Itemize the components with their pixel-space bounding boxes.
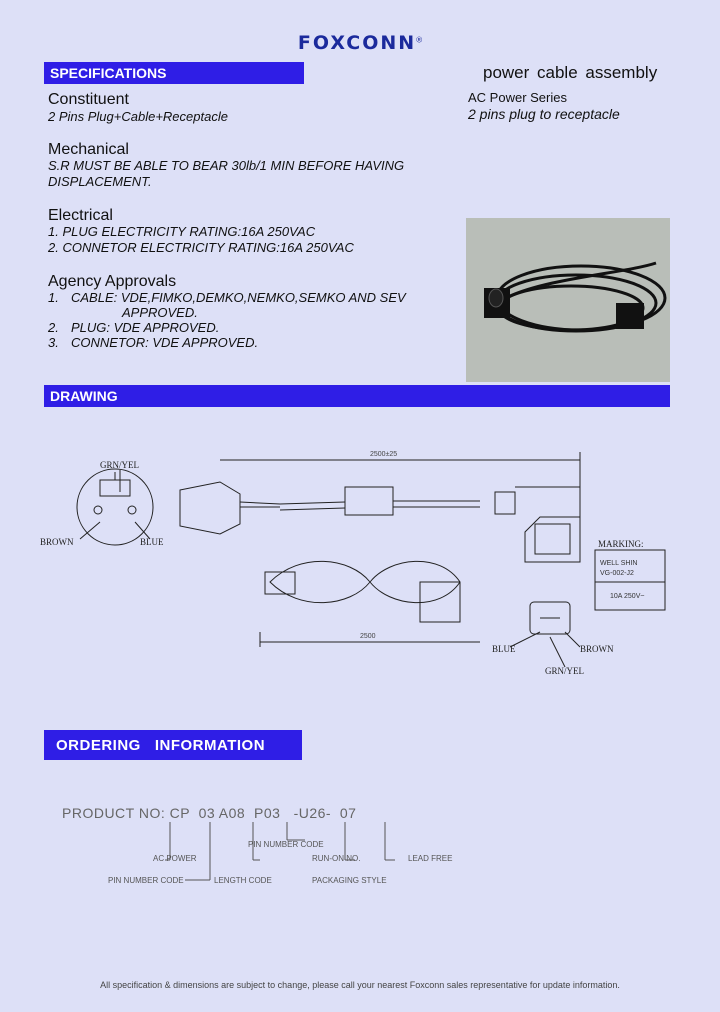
grn-yel-label-right: GRN/YEL xyxy=(545,666,584,676)
ordering-pin-number-2: PIN NUMBER CODE xyxy=(108,876,184,885)
agency-item1: CABLE: VDE,FIMKO,DEMKO,NEMKO,SEMKO AND S… xyxy=(71,290,406,305)
blue-label-right: BLUE xyxy=(492,644,516,654)
ordering-lead-free: LEAD FREE xyxy=(408,854,453,863)
mechanical-title: Mechanical xyxy=(48,141,129,158)
ordering-code: PRODUCT NO: CP 03 A08 P03 -U26- 07 xyxy=(62,805,357,821)
brown-label-right: BROWN xyxy=(580,644,614,654)
ordering-pin-number: PIN NUMBER CODE xyxy=(248,840,324,849)
marking-rating: 10A 250V~ xyxy=(610,593,644,600)
cable-photo-image xyxy=(466,218,670,382)
specifications-label: SPECIFICATIONS xyxy=(50,65,167,81)
ordering-run-on: RUN-ON NO. xyxy=(312,854,361,863)
constituent-text: 2 Pins Plug+Cable+Receptacle xyxy=(48,109,228,124)
electrical-line2: 2. CONNETOR ELECTRICITY RATING:16A 250VA… xyxy=(48,240,354,255)
agency-item2-num: 2. xyxy=(48,320,59,335)
agency-item3-num: 3. xyxy=(48,335,59,350)
ordering-ac-power: AC POWER xyxy=(153,854,197,863)
agency-item3: CONNETOR: VDE APPROVED. xyxy=(71,335,259,350)
drawing-header: DRAWING xyxy=(44,385,670,407)
technical-drawing: GRN/YEL BROWN BLUE 2500±25 2500 MARKING:… xyxy=(40,451,666,676)
product-title: power cable assembly xyxy=(483,63,658,82)
constituent-title: Constituent xyxy=(48,91,129,108)
logo-mark: ® xyxy=(416,35,423,45)
mechanical-line1: S.R MUST BE ABLE TO BEAR 30lb/1 MIN BEFO… xyxy=(48,158,405,173)
ordering-header: ORDERING INFORMATION xyxy=(44,730,302,760)
foxconn-logo: FOXCONN® xyxy=(0,32,720,54)
ordering-leader-lines xyxy=(165,822,395,881)
specifications-header: SPECIFICATIONS xyxy=(44,62,304,84)
marking-brand: WELL SHIN xyxy=(600,560,637,567)
ordering-length-code: LENGTH CODE xyxy=(214,876,272,885)
mechanical-line2: DISPLACEMENT. xyxy=(48,174,152,189)
dim-bottom-label: 2500 xyxy=(360,633,376,640)
dim-top-label: 2500±25 xyxy=(370,451,397,458)
logo-text: FOXCONN xyxy=(297,32,417,54)
brown-label: BROWN xyxy=(40,537,74,547)
drawing-label: DRAWING xyxy=(50,388,118,404)
marking-label: MARKING: xyxy=(598,539,644,549)
grn-yel-label: GRN/YEL xyxy=(100,460,139,470)
agency-item1-cont: APPROVED. xyxy=(122,305,198,320)
agency-item1-num: 1. xyxy=(48,290,59,305)
electrical-title: Electrical xyxy=(48,207,113,224)
ordering-label: ORDERING INFORMATION xyxy=(56,737,266,754)
ordering-packaging: PACKAGING STYLE xyxy=(312,876,387,885)
blue-label: BLUE xyxy=(140,537,164,547)
agency-title: Agency Approvals xyxy=(48,273,177,290)
electrical-line1: 1. PLUG ELECTRICITY RATING:16A 250VAC xyxy=(48,224,316,239)
series-label: AC Power Series xyxy=(468,90,567,105)
product-photo xyxy=(466,218,670,382)
marking-model: VG-002-J2 xyxy=(600,570,634,577)
product-subtitle: 2 pins plug to receptacle xyxy=(468,106,620,122)
agency-item2: PLUG: VDE APPROVED. xyxy=(71,320,220,335)
footer-disclaimer: All specification & dimensions are subje… xyxy=(100,980,620,990)
